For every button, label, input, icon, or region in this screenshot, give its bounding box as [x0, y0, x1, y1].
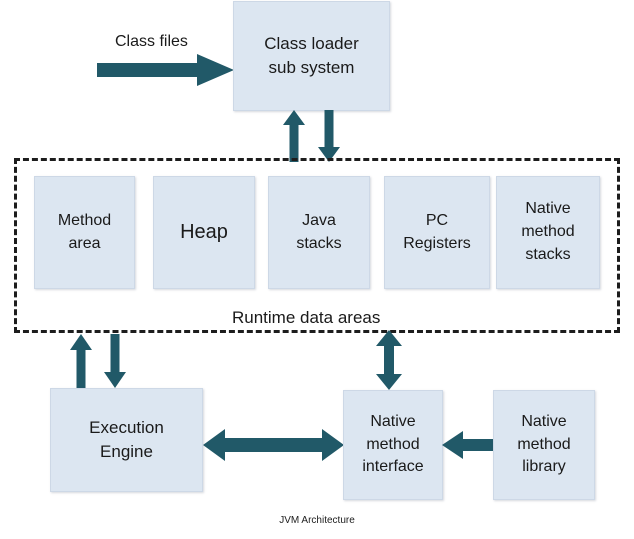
- runtime-to-class-loader-up-arrow: [283, 110, 305, 162]
- runtime-data-areas-label: Runtime data areas: [232, 308, 381, 327]
- runtime-data-areas-region: [14, 158, 620, 333]
- box-native-method-stacks-line2: method: [521, 223, 575, 241]
- box-pc-registers[interactable]: PC Registers: [384, 176, 490, 289]
- box-pc-registers-line1: PC: [425, 211, 449, 229]
- execution-engine-native-method-interface-bidirectional-arrow: [203, 429, 344, 461]
- box-java-stacks[interactable]: Java stacks: [268, 176, 370, 289]
- box-heap-line1: Heap: [180, 221, 228, 244]
- box-heap[interactable]: Heap: [153, 176, 255, 289]
- figure-caption: JVM Architecture: [279, 515, 355, 526]
- execution-engine-to-runtime-up-arrow: [70, 334, 92, 388]
- box-execution-engine[interactable]: Execution Engine: [50, 388, 203, 492]
- box-java-stacks-line1: Java: [302, 211, 336, 229]
- box-native-method-interface-line2: method: [366, 435, 420, 453]
- box-class-loader-line2: sub system: [268, 58, 355, 77]
- box-execution-engine-line2: Engine: [100, 442, 153, 461]
- box-native-method-library-line3: library: [522, 458, 566, 476]
- box-native-method-stacks-line3: stacks: [525, 245, 571, 263]
- box-native-method-stacks-line1: Native: [525, 200, 571, 218]
- box-method-area-line1: Method: [57, 211, 112, 229]
- class-files-label: Class files: [115, 33, 188, 50]
- class-loader-to-runtime-down-arrow: [318, 110, 340, 162]
- box-native-method-stacks[interactable]: Native method stacks: [496, 176, 600, 289]
- class-files-to-class-loader-arrow: [97, 54, 234, 86]
- box-native-method-library[interactable]: Native method library: [493, 390, 595, 500]
- box-pc-registers-line2: Registers: [403, 234, 471, 252]
- box-native-method-interface-line3: interface: [362, 458, 424, 476]
- box-native-method-interface[interactable]: Native method interface: [343, 390, 443, 500]
- box-native-method-interface-line1: Native: [370, 412, 416, 430]
- runtime-native-method-interface-bidirectional-arrow: [376, 330, 402, 390]
- box-method-area[interactable]: Method area: [34, 176, 135, 289]
- box-native-method-library-line1: Native: [521, 412, 567, 430]
- box-method-area-line2: area: [68, 234, 101, 252]
- box-native-method-library-line2: method: [517, 435, 571, 453]
- box-class-loader-sub-system[interactable]: Class loader sub system: [233, 1, 390, 111]
- box-java-stacks-line2: stacks: [296, 234, 342, 252]
- native-method-library-to-interface-arrow: [442, 431, 496, 459]
- box-class-loader-line1: Class loader: [264, 33, 359, 53]
- runtime-to-execution-engine-down-arrow: [104, 334, 126, 388]
- box-execution-engine-line1: Execution: [89, 417, 164, 437]
